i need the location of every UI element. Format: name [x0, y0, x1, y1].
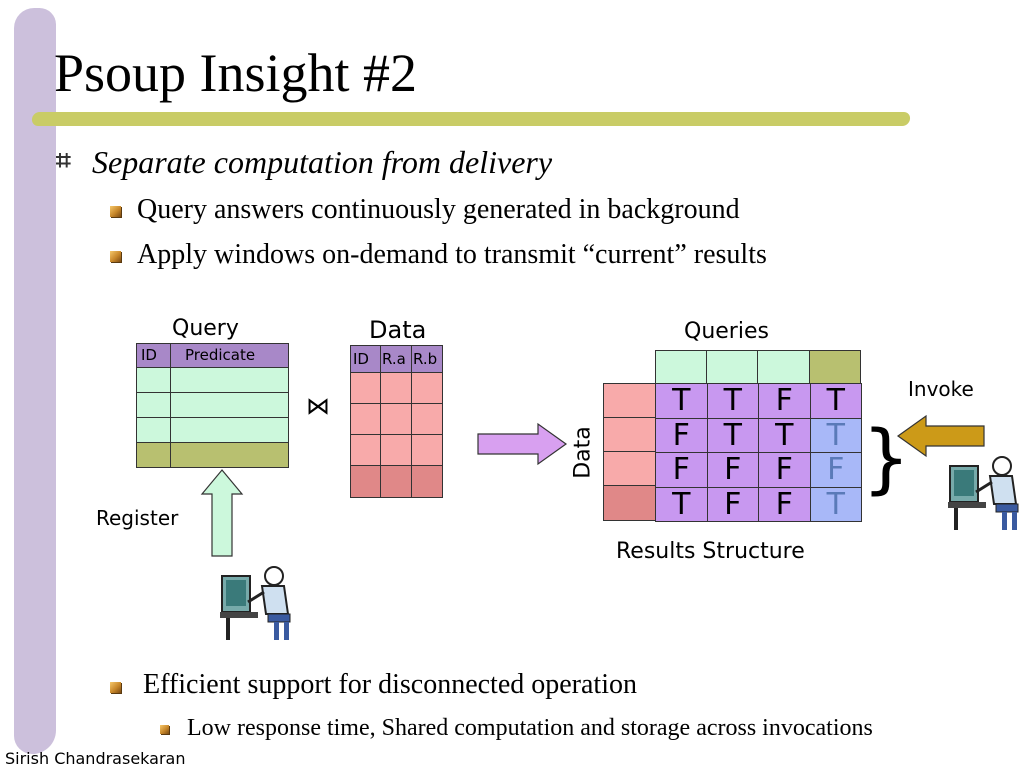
bullet-bottom-sub: Low response time, Shared computation an… [187, 715, 873, 741]
results-cell: F [706, 486, 759, 522]
selection-brace: } [862, 413, 911, 502]
results-cell: F [706, 452, 759, 488]
results-structure-label: Results Structure [616, 539, 805, 564]
square-bullet-icon [110, 206, 121, 217]
data-cell-new [380, 465, 412, 498]
data-header-id: ID [350, 345, 381, 373]
data-cell-new [411, 465, 443, 498]
data-cell-new [350, 465, 381, 498]
data-cell [380, 372, 412, 404]
query-cell [136, 367, 171, 393]
user-at-computer-icon [220, 566, 291, 640]
results-cell: T [758, 417, 811, 453]
slide-title: Psoup Insight #2 [54, 43, 418, 103]
query-cell [136, 417, 171, 443]
query-header-id: ID [136, 343, 171, 368]
join-symbol: ⋈ [306, 392, 330, 420]
square-bullet-icon [160, 725, 169, 734]
left-decorative-bar [14, 8, 56, 754]
register-label: Register [96, 506, 179, 530]
results-cell: T [809, 486, 862, 522]
query-label: Query [172, 316, 239, 341]
query-cell [170, 417, 289, 443]
data-cell [380, 434, 412, 466]
results-cell: T [655, 383, 708, 419]
results-cell: T [809, 383, 862, 419]
results-cell: T [809, 417, 862, 453]
data-side-label: Data [570, 426, 596, 479]
data-side-cell [603, 417, 656, 452]
invoke-arrow [896, 414, 985, 458]
queries-header-cell [655, 350, 707, 384]
register-arrow [200, 469, 244, 557]
results-cell: F [758, 383, 811, 419]
queries-header-cell-new [809, 350, 861, 384]
data-cell [350, 403, 381, 435]
results-cell: T [655, 486, 708, 522]
data-cell [411, 434, 443, 466]
bullet-sub-2: Apply windows on-demand to transmit “cur… [137, 239, 767, 270]
queries-header-cell [706, 350, 758, 384]
data-cell [350, 372, 381, 404]
queries-header-cell [757, 350, 810, 384]
results-cell: F [809, 452, 862, 488]
invoke-label: Invoke [908, 377, 974, 401]
results-cell: F [758, 452, 811, 488]
data-side-cell [603, 383, 656, 418]
results-cell: T [706, 383, 759, 419]
query-header-predicate: Predicate [170, 343, 289, 368]
results-cell: T [706, 417, 759, 453]
bullet-main: Separate computation from delivery [92, 144, 553, 180]
square-bullet-icon [110, 251, 121, 262]
process-arrow [477, 422, 568, 466]
query-cell [170, 367, 289, 393]
square-bullet-icon [110, 682, 121, 693]
data-cell [411, 372, 443, 404]
queries-label: Queries [684, 319, 769, 344]
results-cell: F [655, 417, 708, 453]
data-side-cell [603, 451, 656, 486]
data-header-rb: R.b [411, 345, 443, 373]
data-cell [350, 434, 381, 466]
query-cell [170, 392, 289, 418]
hash-bullet-icon: ⌗ [56, 146, 71, 176]
query-cell-new [170, 442, 289, 468]
results-cell: F [758, 486, 811, 522]
data-label: Data [369, 316, 427, 344]
author-footer: Sirish Chandrasekaran [5, 749, 186, 768]
user-at-computer-icon [948, 456, 1019, 530]
data-header-ra: R.a [380, 345, 412, 373]
bullet-sub-1: Query answers continuously generated in … [137, 194, 740, 225]
data-cell [380, 403, 412, 435]
data-side-cell-new [603, 485, 656, 521]
query-cell-new [136, 442, 171, 468]
bullet-bottom: Efficient support for disconnected opera… [143, 669, 637, 700]
data-cell [411, 403, 443, 435]
query-cell [136, 392, 171, 418]
results-cell: F [655, 452, 708, 488]
